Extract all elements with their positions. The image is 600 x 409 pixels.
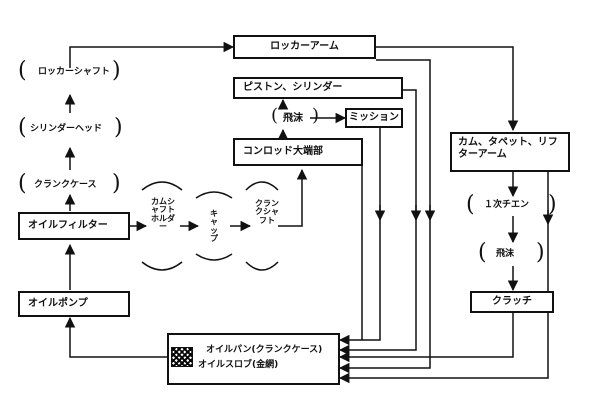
paren-close-rocker-shaft: ): [112, 58, 121, 83]
paren-close-crankcase: ): [112, 171, 121, 196]
paren-open-splash-top: (: [271, 105, 279, 126]
cam-tappet-box: カム、タペット、リフターアーム: [450, 132, 570, 172]
return-mission: [338, 127, 381, 346]
cap-arc-top: [195, 191, 233, 199]
mission-label: ミッション: [349, 112, 399, 124]
oil-pump-box: オイルポンプ: [18, 291, 130, 317]
rocker-arm-box: ロッカーアーム: [233, 35, 376, 59]
rocker-shaft-label: ロッカーシャフト: [38, 67, 110, 77]
holder-arc-top: [141, 181, 183, 191]
oil-pan-box: [167, 333, 340, 385]
clutch-label: クラッチ: [492, 296, 532, 308]
splash-right-label: 飛沫: [496, 249, 515, 259]
paren-close-primary-chain: ): [548, 192, 557, 217]
flow-crank-to-conrod: [278, 168, 308, 227]
paren-open-primary-chain: (: [466, 192, 475, 217]
oil-filter-box: オイルフィルター: [18, 212, 130, 240]
paren-open-splash-right: (: [478, 240, 487, 265]
camshaft-holder-label: カムシャフトホルダー: [151, 197, 175, 232]
rocker-arm-label: ロッカーアーム: [270, 41, 339, 53]
crankcase-label: クランクケース: [34, 180, 97, 190]
paren-close-splash-right: ): [536, 240, 545, 265]
paren-close-splash-top: ): [312, 105, 320, 126]
return-clutch: [338, 313, 514, 363]
oil-pan-label: オイルパン(クランクケース): [206, 345, 323, 355]
cap-arc-bottom: [195, 253, 233, 261]
paren-close-cylinder-head: ): [114, 115, 123, 140]
crank-arc-top: [245, 181, 279, 191]
flow-rocker-to-cam: [376, 46, 519, 132]
splash-top-label: 飛沫: [283, 113, 303, 124]
flow-pan-to-pump: [64, 316, 167, 358]
holder-arc-bottom: [141, 261, 183, 271]
mission-box: ミッション: [345, 108, 403, 128]
oil-filter-label: オイルフィルター: [28, 220, 108, 232]
conrod-label: コンロッド大端部: [243, 146, 323, 158]
oil-pump-label: オイルポンプ: [28, 298, 88, 310]
piston-cylinder-label: ピストン、シリンダー: [243, 82, 343, 94]
cap-label: キャップ: [210, 209, 218, 244]
piston-cylinder-box: ピストン、シリンダー: [233, 77, 403, 99]
flow-to-rocker-arm: [69, 41, 235, 68]
paren-open-cylinder-head: (: [18, 115, 27, 140]
crank-arc-bottom: [245, 261, 279, 271]
strainer-hatch-icon: [171, 347, 193, 367]
conrod-box: コンロッド大端部: [233, 138, 363, 166]
crankshaft-label: クランクシャフト: [255, 199, 279, 225]
paren-open-rocker-shaft: (: [18, 58, 27, 83]
primary-chain-label: １次チエン: [484, 200, 530, 210]
cylinder-head-label: シリンダーヘッド: [30, 124, 103, 134]
cam-tappet-label: カム、タペット、リフターアーム: [458, 137, 558, 160]
paren-open-crankcase: (: [18, 171, 27, 196]
clutch-box: クラッチ: [470, 291, 554, 313]
oil-strainer-label: オイルスロブ(金網): [198, 360, 279, 370]
